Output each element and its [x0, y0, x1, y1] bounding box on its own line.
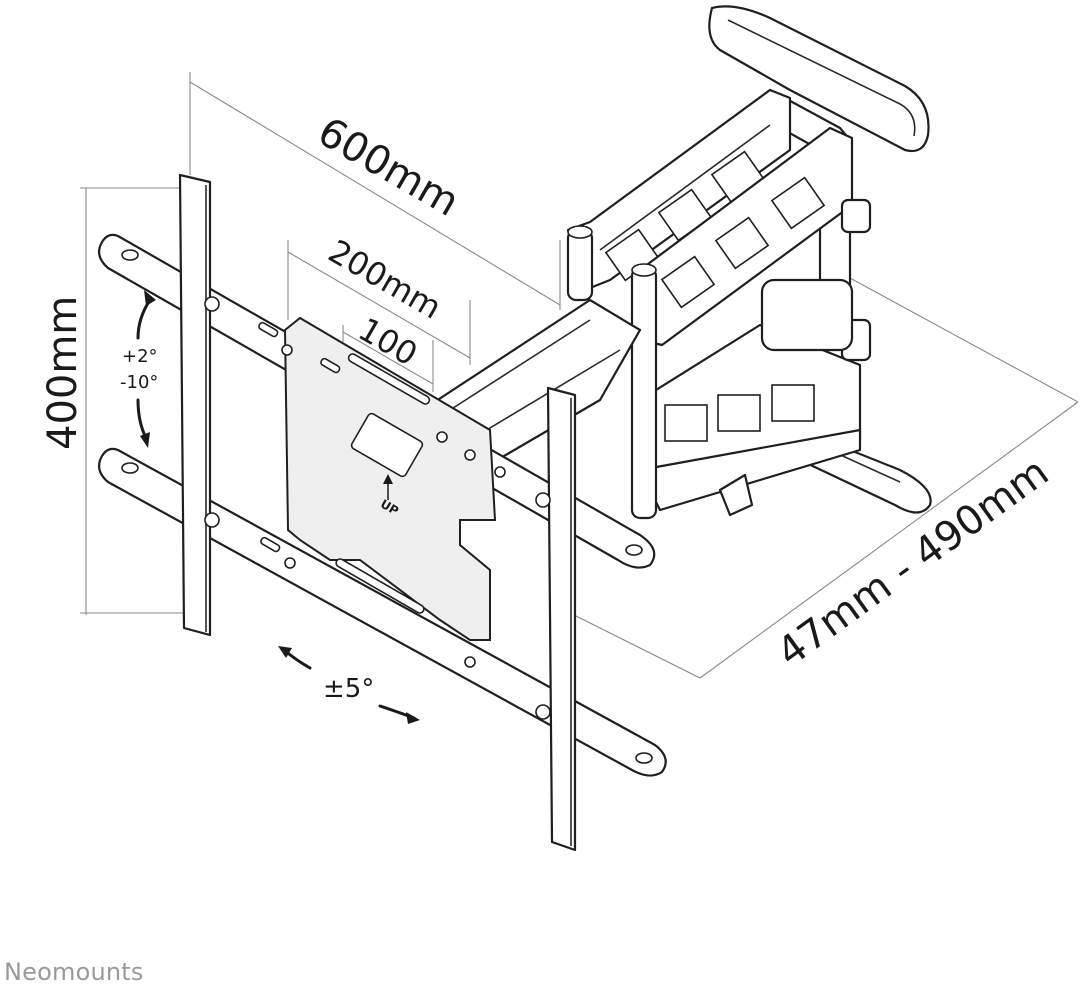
- height-max-dimension: 400mm: [40, 296, 86, 450]
- swivel-arrows: [278, 646, 420, 724]
- swivel-range-label: ±5°: [323, 674, 374, 704]
- brand-logo: Neomounts: [4, 958, 144, 986]
- tilt-arrows: [136, 290, 156, 448]
- width-mid-dimension: 200mm: [322, 232, 448, 327]
- width-max-dimension: 600mm: [310, 109, 467, 226]
- tv-bracket: UP: [97, 173, 667, 852]
- rail-slots: [258, 321, 506, 668]
- tilt-up-label: +2°: [122, 346, 158, 367]
- dimension-lines: [80, 72, 1079, 679]
- tilt-down-label: -10°: [120, 372, 158, 393]
